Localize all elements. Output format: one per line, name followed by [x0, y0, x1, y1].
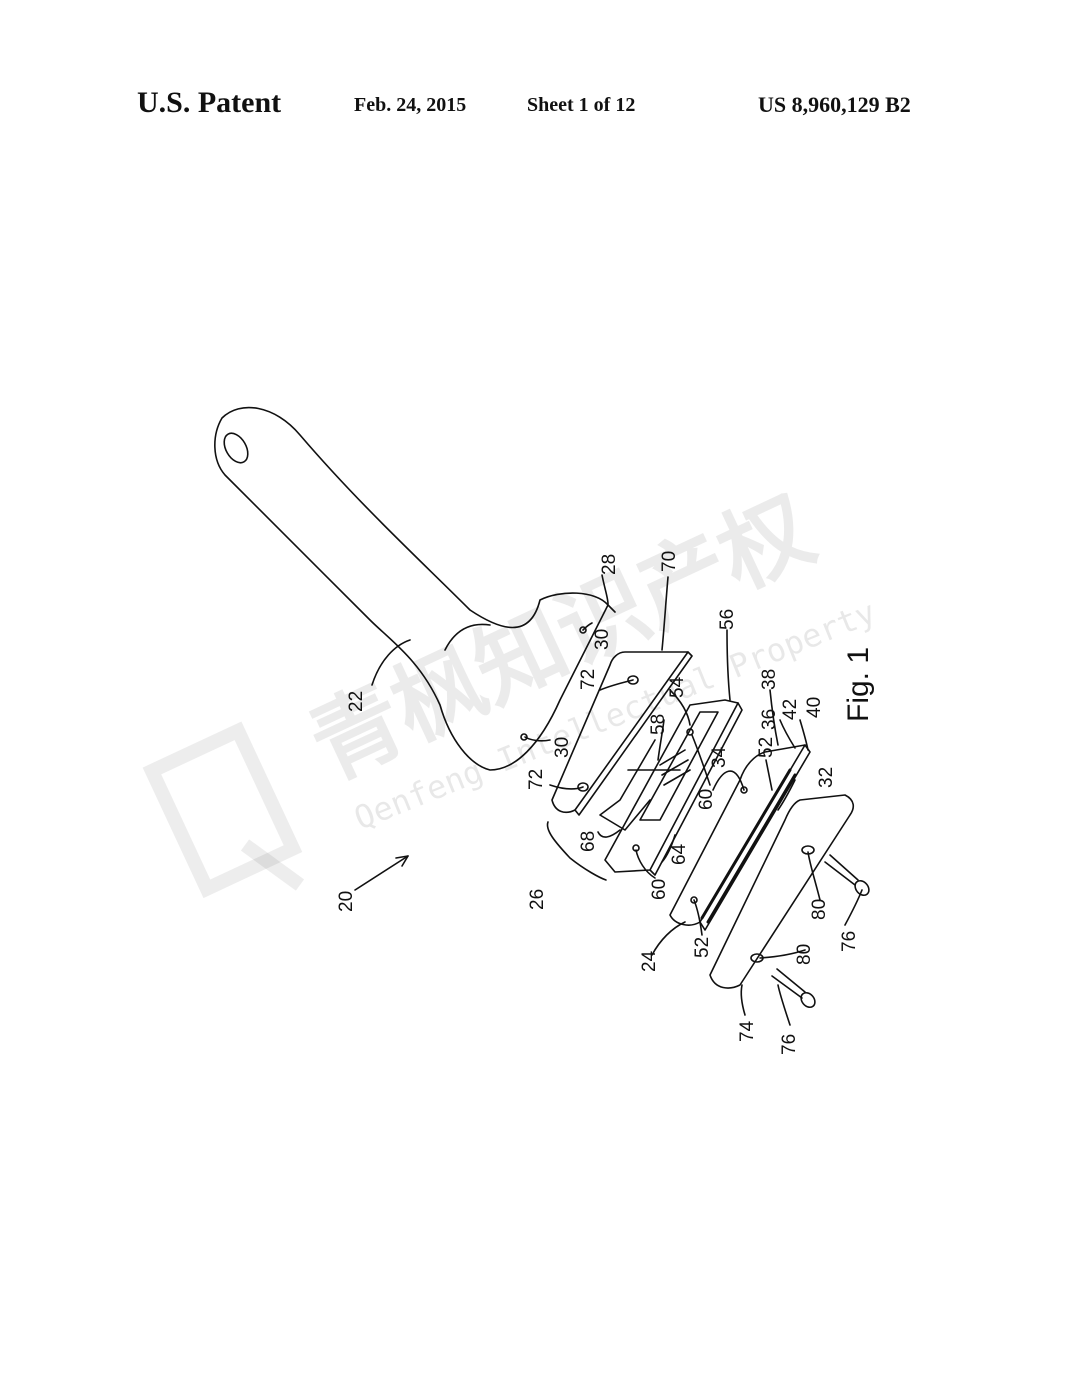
- arrow-20: [354, 855, 409, 891]
- label-80-upper: 80: [809, 899, 830, 920]
- label-52-bottom: 52: [692, 937, 713, 958]
- header-patent-number: US 8,960,129 B2: [758, 92, 911, 117]
- screw-hole-30-bottom: [520, 733, 528, 741]
- leader-lines: [371, 574, 863, 1026]
- label-32: 32: [816, 767, 837, 788]
- label-60-top: 60: [696, 789, 717, 810]
- label-28: 28: [599, 554, 620, 575]
- label-40: 40: [804, 697, 825, 718]
- label-76-lower: 76: [779, 1034, 800, 1055]
- figure-caption: Fig. 1: [842, 647, 875, 722]
- label-80-lower: 80: [794, 944, 815, 965]
- label-56: 56: [717, 609, 738, 630]
- screw-76-upper: [824, 854, 870, 897]
- label-30-bottom: 30: [552, 737, 573, 758]
- label-58: 58: [648, 714, 669, 735]
- label-74: 74: [737, 1020, 758, 1042]
- label-72-top: 72: [578, 669, 599, 690]
- reference-numerals: 20 22 28 30 30 70 72 72 56 54 58 34 60 6…: [336, 551, 875, 1055]
- label-38: 38: [759, 669, 780, 690]
- header-sheet: Sheet 1 of 12: [527, 94, 636, 116]
- label-24: 24: [639, 950, 660, 972]
- label-36: 36: [759, 709, 780, 730]
- watermark-logo-icon: [142, 721, 305, 899]
- label-70: 70: [659, 551, 680, 572]
- plate-70: [551, 651, 693, 816]
- label-68: 68: [578, 831, 599, 852]
- arrow-20-head-icon: [395, 855, 409, 867]
- label-76-upper: 76: [839, 931, 860, 952]
- label-52-top: 52: [756, 737, 777, 758]
- header-title: U.S. Patent: [137, 86, 282, 119]
- label-54: 54: [667, 676, 688, 698]
- label-72-bottom: 72: [526, 769, 547, 790]
- comb-assembly-26: [599, 699, 743, 876]
- label-60-bottom: 60: [649, 879, 670, 900]
- label-20: 20: [336, 891, 357, 912]
- bracket-26: [546, 821, 607, 881]
- label-42: 42: [780, 699, 801, 720]
- screw-hole-30-top: [579, 626, 587, 634]
- handle-part: [214, 406, 616, 771]
- label-22: 22: [346, 691, 367, 712]
- hang-hole: [223, 432, 249, 464]
- label-34: 34: [709, 746, 730, 768]
- label-64: 64: [669, 843, 690, 865]
- header-date: Feb. 24, 2015: [354, 94, 467, 116]
- label-26: 26: [527, 889, 548, 910]
- label-30-top: 30: [592, 629, 613, 650]
- cover-plate-74: [709, 794, 855, 989]
- screw-76-lower: [771, 968, 816, 1009]
- blade-24: [669, 744, 811, 931]
